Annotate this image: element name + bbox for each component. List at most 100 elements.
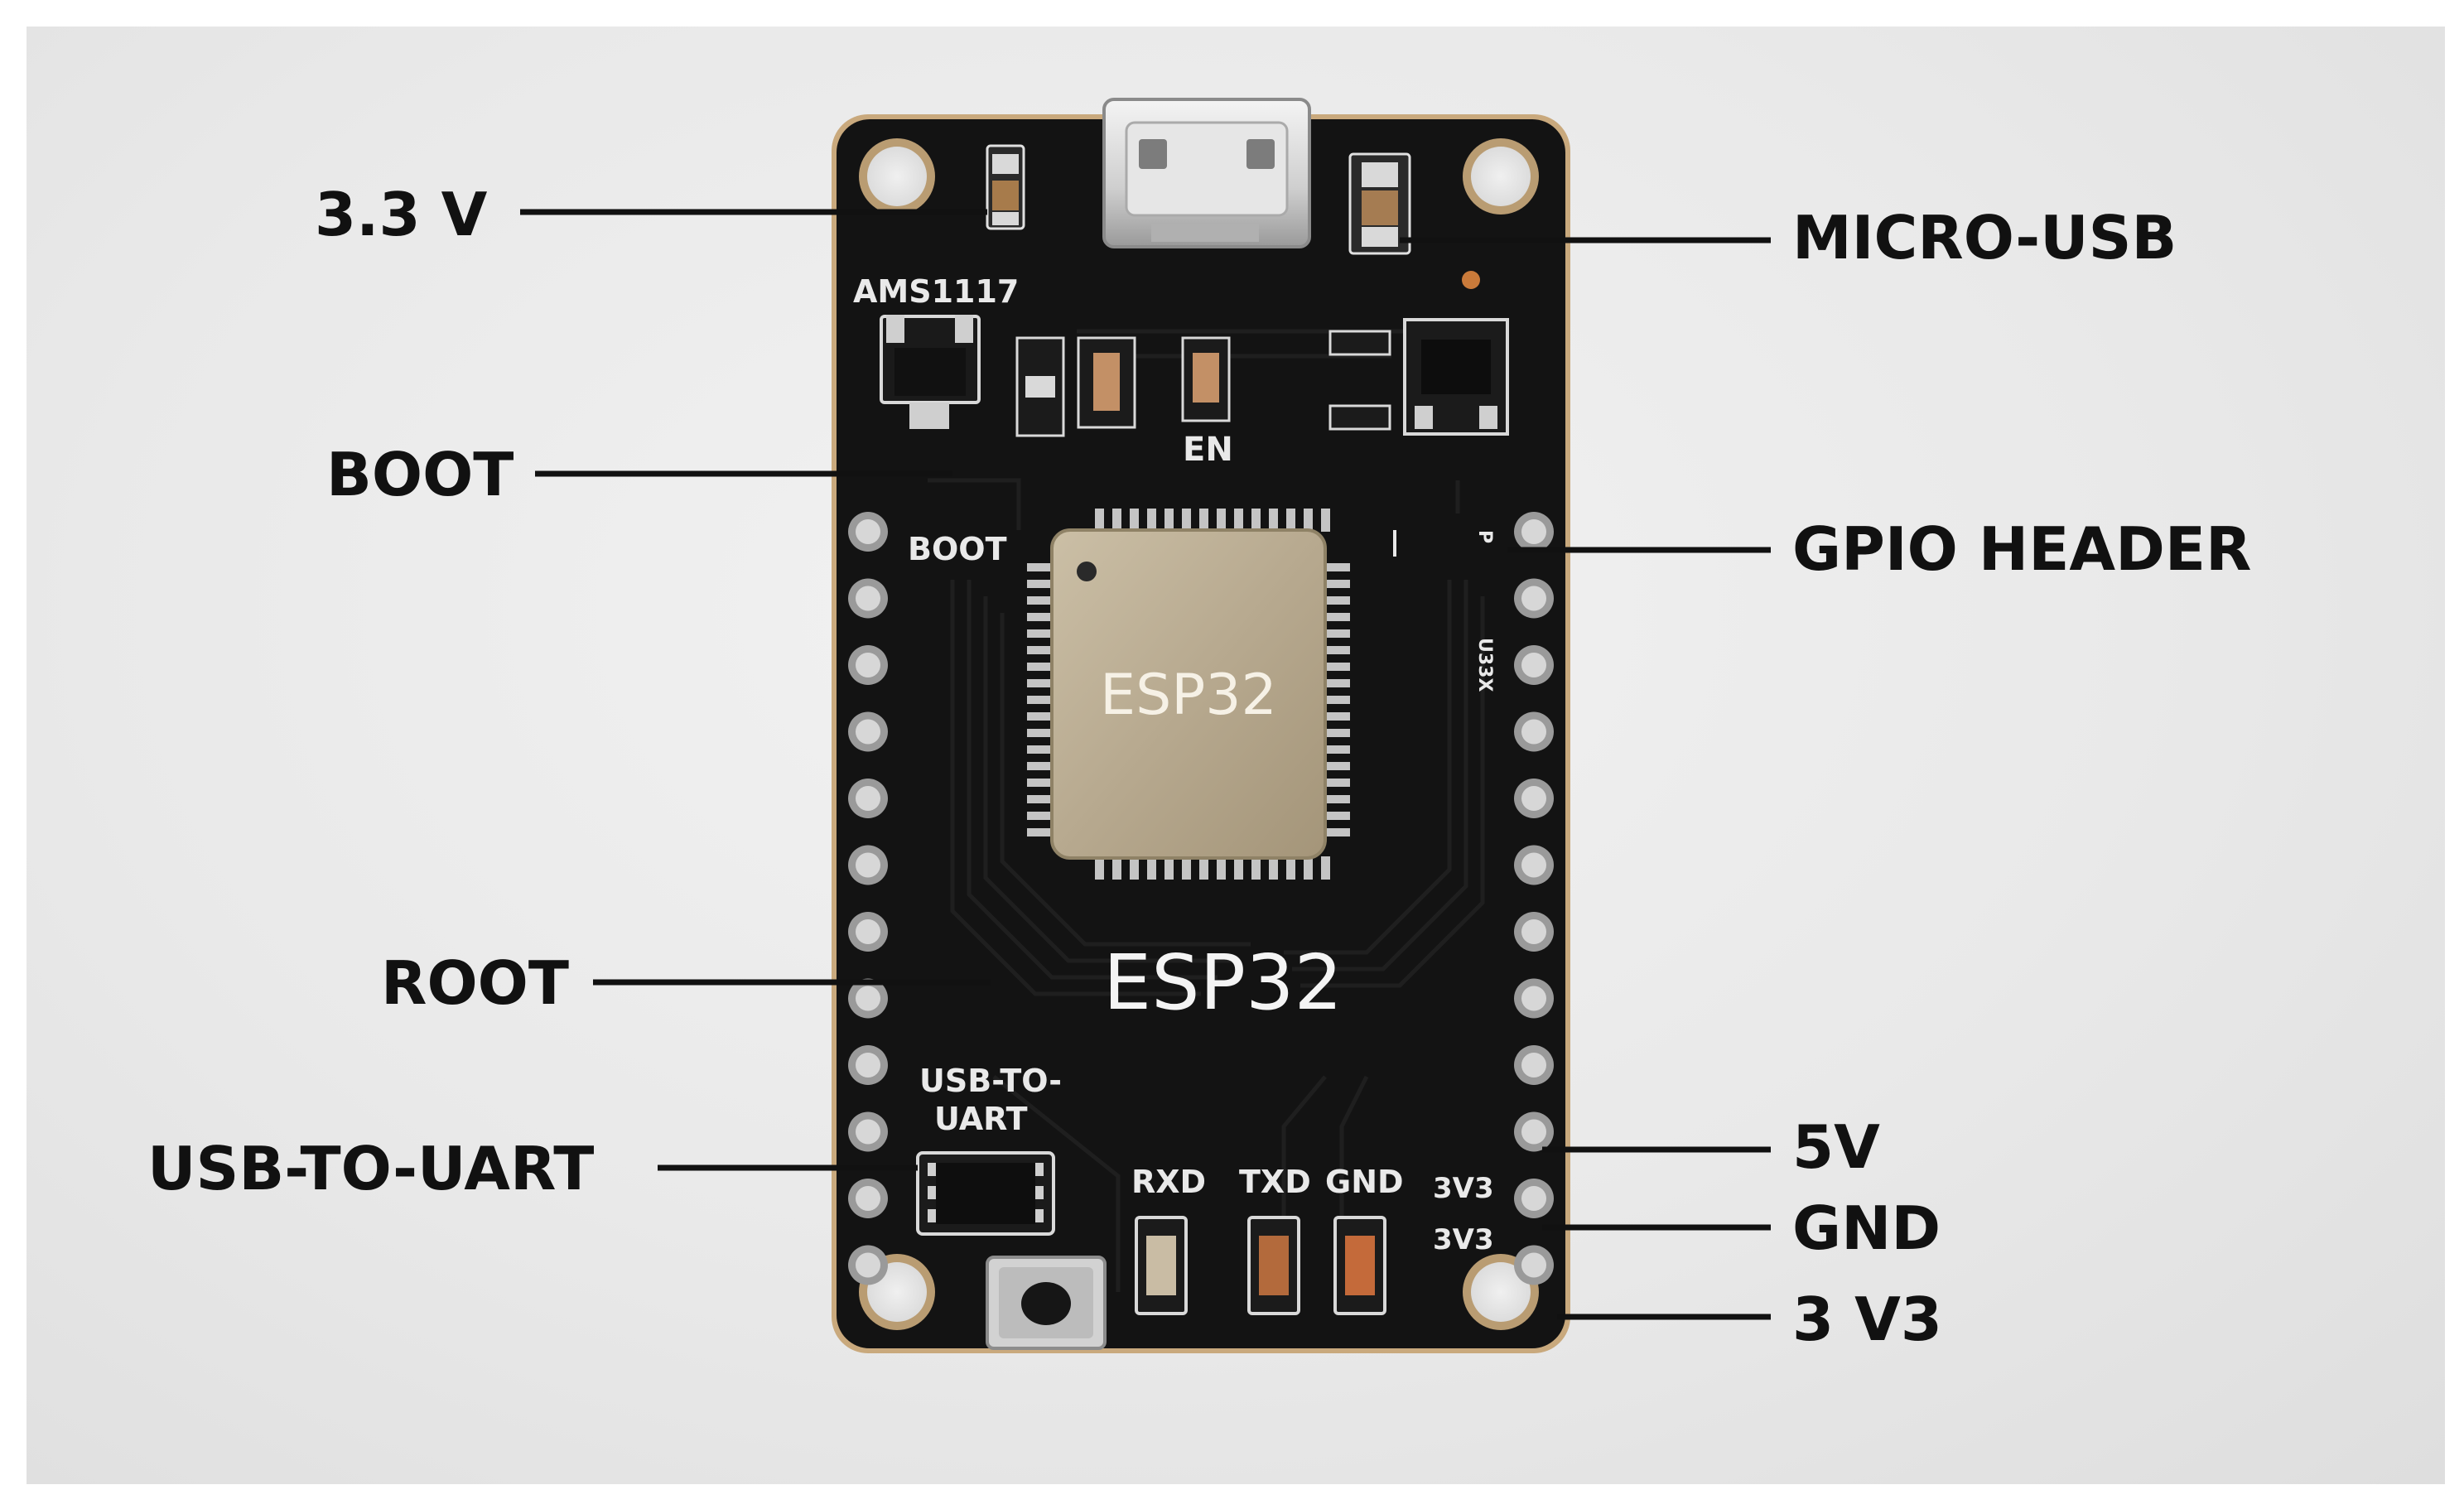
callout-micro-usb: MICRO-USB (1792, 203, 2177, 272)
chip-pad (1027, 828, 1054, 836)
chip-pad (1217, 856, 1226, 880)
gpio-header-left (848, 512, 888, 1285)
chip-pad (1027, 762, 1054, 770)
chip-pad (1286, 509, 1295, 532)
chip-pad (1027, 779, 1054, 787)
chip-pad (1027, 646, 1054, 654)
gpio-header-right (1514, 512, 1554, 1285)
chip-pad (1130, 856, 1139, 880)
right-header-pin-center (1521, 653, 1546, 677)
chip-pad (1286, 856, 1295, 880)
silk-vertical-p: P (1474, 530, 1495, 543)
callout-usb-to-uart: USB-TO-UART (147, 1134, 594, 1203)
right-header-pin-center (1521, 519, 1546, 544)
chip-pad (1234, 856, 1243, 880)
usb-to-uart-chip (916, 1151, 1055, 1236)
callout-gpio-header: GPIO HEADER (1792, 514, 2251, 584)
chip-pad (1324, 629, 1350, 638)
chip-pad (1112, 856, 1121, 880)
chip-pad (1027, 596, 1054, 605)
mid-components (1015, 318, 1509, 437)
chip-pad (1304, 856, 1313, 880)
esp32-chip-pins (1027, 509, 1350, 880)
chip-pad (1147, 509, 1156, 532)
chip-pad (1027, 729, 1054, 737)
chip-pad (1112, 509, 1121, 532)
left-header-pin-center (856, 1119, 880, 1145)
chip-pad (1027, 696, 1054, 704)
callout-lines (520, 209, 1771, 1320)
chip-pad (1324, 812, 1350, 820)
chip-pad (1027, 563, 1054, 571)
left-header-pin-center (856, 1053, 880, 1078)
right-header-pin-center (1521, 719, 1546, 745)
chip-pad (1027, 795, 1054, 803)
chip-pad (1027, 613, 1054, 621)
chip-pad (1027, 679, 1054, 687)
chip-pad (1304, 509, 1313, 532)
silk-board-name: ESP32 (1103, 938, 1343, 1027)
callout-5v: 5V (1792, 1112, 1880, 1182)
chip-pad (1095, 856, 1104, 880)
chip-pad (1147, 856, 1156, 880)
silk-gnd: GND (1325, 1164, 1404, 1200)
reset-button (986, 1256, 1107, 1350)
chip-pad (1130, 509, 1139, 532)
chip-pad (1324, 745, 1350, 754)
chip-pad (1324, 563, 1350, 571)
callout-3v3-bottom: 3 V3 (1792, 1285, 1942, 1354)
left-header-pin-center (856, 786, 880, 811)
chip-pad (1251, 856, 1261, 880)
chip-pad (1324, 613, 1350, 621)
chip-pad (1324, 596, 1350, 605)
chip-pad (1027, 812, 1054, 820)
top-left-capacitor (986, 144, 1025, 230)
silk-vertical: U33X (1474, 638, 1495, 692)
callout-root: ROOT (381, 948, 569, 1018)
callout-boot: BOOT (326, 440, 514, 509)
chip-pad (1324, 828, 1350, 836)
esp32-module: ESP32 (1050, 528, 1327, 860)
chip-pad (1182, 856, 1191, 880)
silk-uart-line2: UART (934, 1101, 1028, 1137)
pcb-traces (928, 329, 1485, 1292)
chip-pad (1199, 856, 1208, 880)
right-header-pin-center (1521, 852, 1546, 878)
right-header-pin-center (1521, 1252, 1546, 1278)
left-header-pin-center (856, 986, 880, 1011)
chip-pad (1095, 509, 1104, 532)
silk-rxd: RXD (1131, 1164, 1206, 1200)
chip-pad (1324, 663, 1350, 671)
left-header-pin-center (856, 653, 880, 677)
chip-pad (1324, 712, 1350, 721)
chip-pad (1324, 779, 1350, 787)
left-header-pin-center (856, 586, 880, 611)
right-header-pin-center (1521, 1119, 1546, 1145)
chip-pad (1324, 646, 1350, 654)
mounting-holes (859, 138, 1539, 1330)
ams1117-regulator (880, 315, 981, 429)
chip-pad (1324, 762, 1350, 770)
right-header-pin-center (1521, 586, 1546, 611)
callout-gnd: GND (1792, 1193, 1941, 1263)
right-header-pin-center (1521, 986, 1546, 1011)
silk-txd: TXD (1239, 1164, 1311, 1200)
chip-pad (1027, 629, 1054, 638)
chip-pad (1324, 696, 1350, 704)
callout-3v3: 3.3 V (315, 180, 488, 249)
left-header-pin-center (856, 719, 880, 745)
right-header-pin-center (1521, 786, 1546, 811)
silk-3v3-b: 3V3 (1433, 1223, 1494, 1256)
chip-pad (1164, 509, 1174, 532)
left-header-pin-center (856, 1186, 880, 1211)
chip-pad (1321, 509, 1330, 532)
left-header-pin-center (856, 919, 880, 944)
chip-pad (1027, 745, 1054, 754)
chip-pad (1199, 509, 1208, 532)
chip-pad (1217, 509, 1226, 532)
silk-boot: BOOT (908, 531, 1007, 567)
chip-pad (1321, 856, 1330, 880)
right-header-pin-center (1521, 1053, 1546, 1078)
silk-ams1117: AMS1117 (853, 273, 1019, 310)
